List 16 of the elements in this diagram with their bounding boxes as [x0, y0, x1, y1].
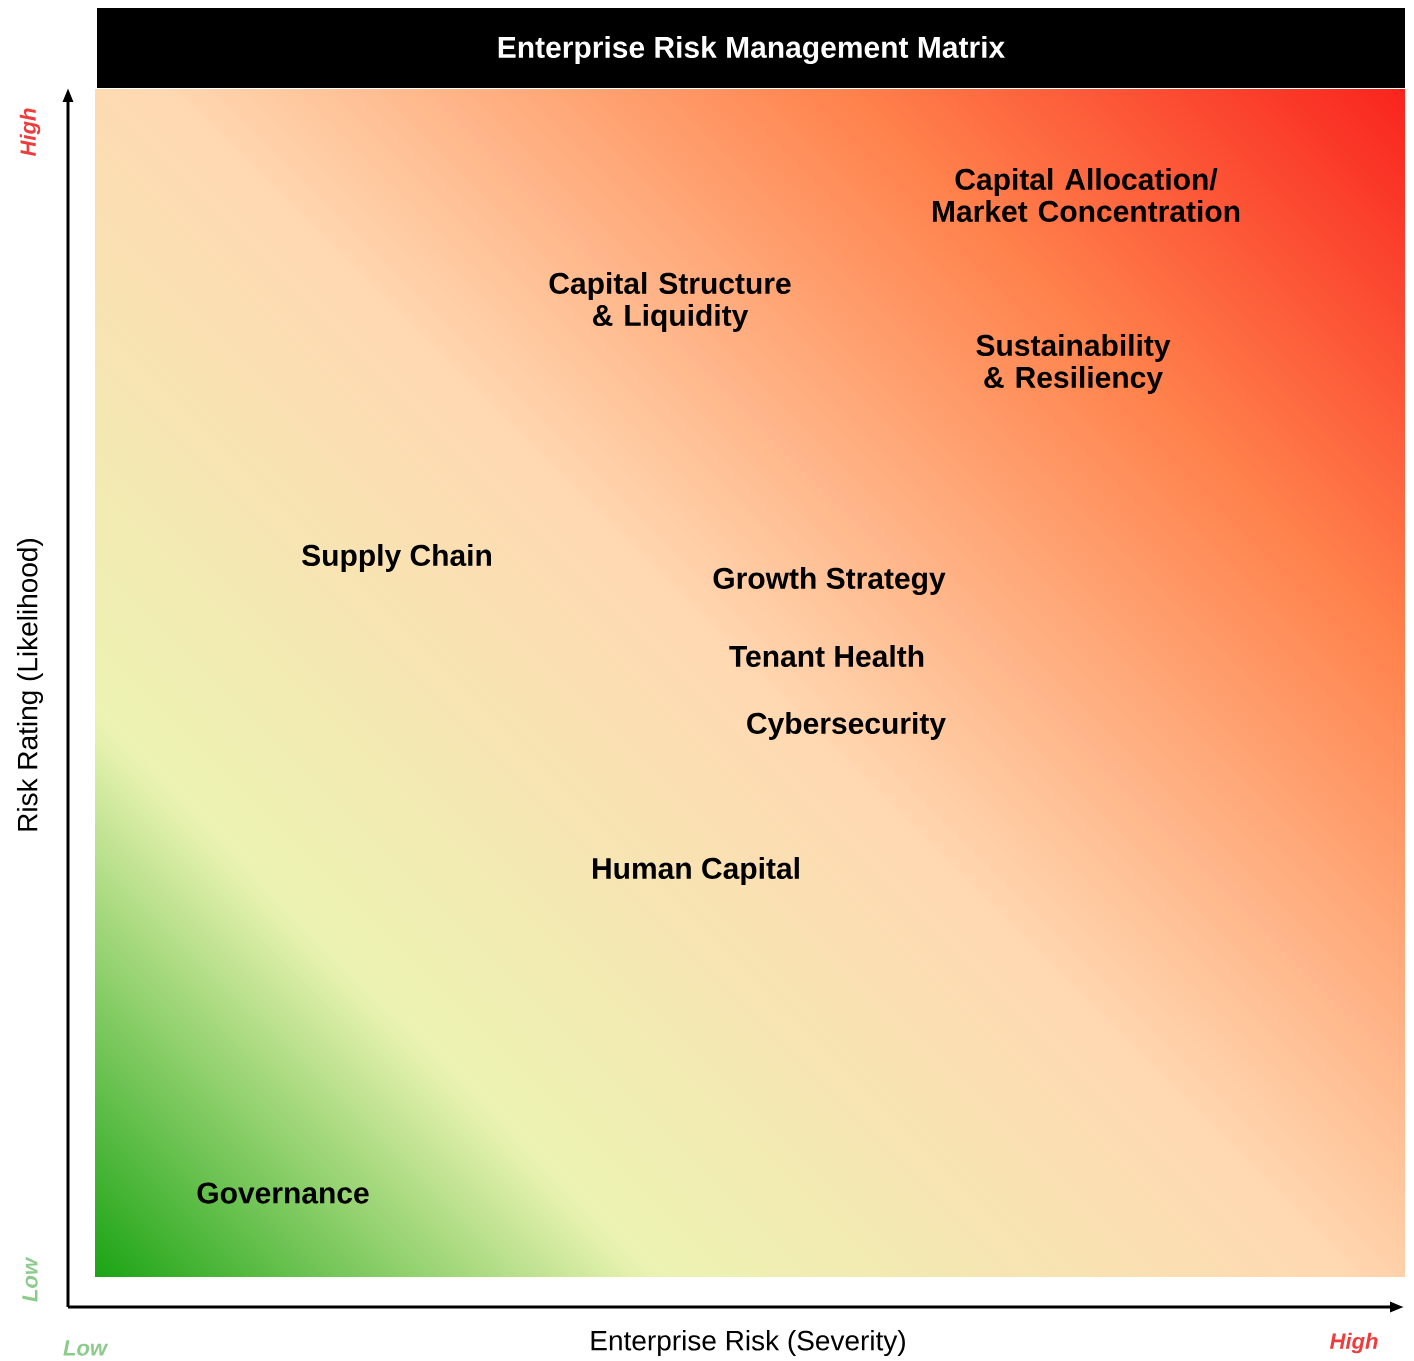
risk-label: Supply Chain — [302, 544, 491, 572]
risk-label: Cybersecurity — [747, 712, 946, 740]
axis-title: Enterprise Risk (Severity) — [591, 1329, 905, 1357]
risk-label: Capital Allocation/ Market Concentration — [933, 168, 1240, 222]
risk-label: Human Capital — [593, 857, 799, 885]
risk-label: Capital Structure & Liquidity — [549, 272, 791, 332]
risk-label: Tenant Health — [729, 645, 924, 667]
axis-title: Risk Rating (Likelihood) — [16, 539, 44, 831]
scale-label: High — [1329, 1332, 1378, 1354]
scale-label: Low — [63, 1340, 109, 1356]
risk-label: Governance — [197, 1182, 369, 1204]
scale-label: High — [19, 108, 41, 157]
scale-label: Low — [22, 1256, 38, 1302]
risk-label: Sustainability & Resiliency — [976, 334, 1171, 394]
risk-label: Growth Strategy — [713, 566, 946, 596]
title-bar: Enterprise Risk Management Matrix — [97, 8, 1405, 88]
